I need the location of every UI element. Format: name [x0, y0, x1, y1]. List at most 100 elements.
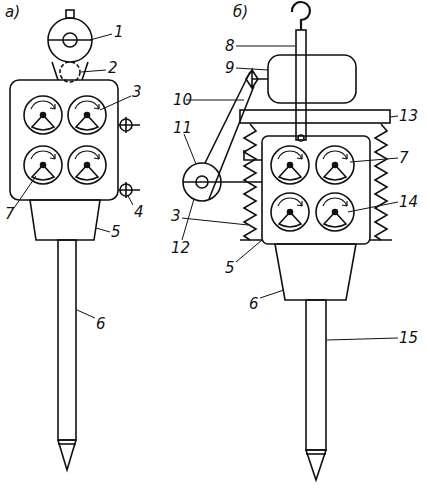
- leader-line: [350, 158, 398, 162]
- callout-number: 15: [398, 330, 419, 346]
- leader-line: [348, 202, 398, 212]
- top-plate: [240, 110, 390, 123]
- leader-lines: [14, 34, 398, 340]
- rotation-arrow: [278, 198, 302, 206]
- arrow-head: [342, 201, 347, 206]
- hub-axis: [118, 182, 140, 198]
- leader-line: [100, 96, 131, 110]
- callout-number: 12: [170, 240, 191, 256]
- leader-line: [327, 338, 398, 340]
- rotation-arrow: [31, 151, 55, 159]
- leader-line: [236, 240, 262, 262]
- eccentric-disc: [24, 96, 62, 134]
- callout-number: 1: [113, 24, 125, 40]
- callout-number: 2: [107, 60, 119, 76]
- pile-tip: [58, 440, 76, 470]
- rotation-arrow: [323, 198, 347, 206]
- leader-line: [186, 100, 244, 101]
- rotation-arrow: [31, 101, 55, 109]
- callout-number: 10: [172, 92, 193, 108]
- eccentric-axis: [41, 113, 46, 118]
- eccentric-axis: [85, 113, 90, 118]
- spring: [375, 124, 387, 240]
- callout-number: 8: [224, 38, 236, 54]
- hub-axis: [118, 117, 140, 133]
- gear-axis: [183, 181, 221, 183]
- pile: [58, 240, 76, 440]
- figure-label: б): [232, 4, 249, 20]
- callout-number: 6: [248, 296, 260, 312]
- pile-tip: [306, 450, 326, 480]
- leader-line: [90, 34, 112, 40]
- spring: [244, 124, 256, 240]
- callout-number: 3: [170, 208, 182, 224]
- leader-line: [182, 199, 194, 240]
- pile-break: [306, 453, 326, 455]
- vibrator-housing: [10, 80, 118, 200]
- leader-line: [182, 218, 248, 225]
- arrow-head: [94, 154, 99, 159]
- eccentric-axis: [333, 163, 338, 168]
- callout-number: 4: [133, 204, 145, 220]
- leader-line: [81, 70, 106, 72]
- motor-mount: [48, 40, 92, 80]
- clamp-head: [30, 200, 100, 240]
- eccentric-disc: [316, 146, 354, 184]
- figure-a: [10, 10, 140, 470]
- callout-number: 5: [110, 224, 122, 240]
- eccentric-disc: [68, 146, 106, 184]
- crane-hook: [292, 2, 310, 30]
- eccentric-axis: [288, 163, 293, 168]
- pile: [306, 300, 326, 450]
- eccentric-axis: [85, 163, 90, 168]
- arrow-head: [50, 154, 55, 159]
- callout-number: 14: [398, 194, 419, 210]
- callout-number: 3: [131, 84, 143, 100]
- eccentrics: [24, 96, 354, 231]
- rotation-arrow: [323, 151, 347, 159]
- arrow-head: [297, 154, 302, 159]
- arrow-head: [94, 104, 99, 109]
- eccentric-disc: [68, 96, 106, 134]
- clamp-head: [275, 244, 356, 300]
- callout-number: 13: [398, 108, 419, 124]
- leader-line: [236, 68, 268, 70]
- callout-number: 9: [224, 60, 236, 76]
- pile-break: [58, 443, 76, 445]
- leader-line: [390, 116, 398, 117]
- rotation-arrow: [278, 151, 302, 159]
- leader-line: [96, 228, 110, 232]
- eccentric-axis: [333, 210, 338, 215]
- callout-number: 11: [172, 120, 193, 136]
- arrow-head: [342, 154, 347, 159]
- eccentric-disc: [271, 193, 309, 231]
- leader-line: [128, 196, 133, 205]
- arrow-head: [50, 104, 55, 109]
- leader-line: [236, 46, 295, 47]
- leader-line: [14, 176, 36, 208]
- drive-bracket: [221, 150, 262, 182]
- eccentric-disc: [24, 146, 62, 184]
- callout-number: 7: [398, 150, 410, 166]
- rotation-arrow: [75, 101, 99, 109]
- gear: [60, 62, 80, 82]
- belt-drive: [205, 72, 254, 199]
- figure-b: [183, 2, 392, 480]
- callout-number: 7: [4, 206, 16, 222]
- vibrator-housing: [262, 136, 370, 244]
- driven-gear: [183, 163, 221, 201]
- leader-line: [260, 290, 284, 298]
- electric-motor: [268, 55, 356, 103]
- figure-label: а): [4, 4, 21, 20]
- callout-number: 6: [95, 316, 107, 332]
- eccentric-axis: [41, 163, 46, 168]
- leader-line: [77, 310, 95, 318]
- motor-tab: [66, 10, 74, 18]
- eccentric-disc: [271, 146, 309, 184]
- eccentric-axis: [288, 210, 293, 215]
- arrow-head: [297, 201, 302, 206]
- leader-line: [184, 134, 196, 164]
- spring-seat: [240, 239, 392, 241]
